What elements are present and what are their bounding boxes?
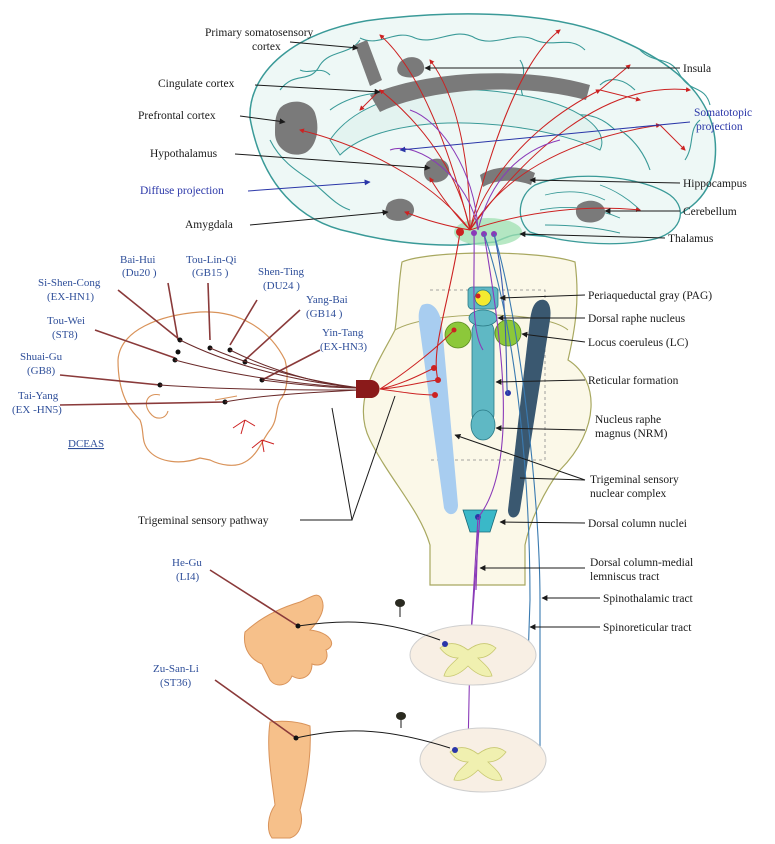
nrm-nucleus xyxy=(471,410,495,440)
acupoint-tai-yang-name: Tai-Yang xyxy=(18,390,59,402)
label-cingulate-cortex: Cingulate cortex xyxy=(158,78,235,90)
head-nerve-lines xyxy=(160,340,360,452)
acupoint-tou-lin-qi-code: (GB15 ) xyxy=(192,267,229,279)
acupoint-yang-bai-code: (GB14 ) xyxy=(306,308,343,320)
label-nrm-1: Nucleus raphe xyxy=(595,414,661,426)
label-locus-coeruleus: Locus coeruleus (LC) xyxy=(588,337,688,349)
head-needle-points xyxy=(158,338,265,405)
label-hypothalamus: Hypothalamus xyxy=(150,148,218,160)
acupoint-zu-san-li-name: Zu-San-Li xyxy=(153,663,199,675)
label-nrm-2: magnus (NRM) xyxy=(595,428,668,440)
label-thalamus: Thalamus xyxy=(668,233,714,245)
acupoint-he-gu-name: He-Gu xyxy=(172,557,202,569)
leg xyxy=(215,680,450,838)
label-trigeminal-complex-2: nuclear complex xyxy=(590,488,667,500)
spinal-section-upper xyxy=(410,625,536,685)
pag-red-dot xyxy=(476,294,481,299)
label-dceas: DCEAS xyxy=(68,438,104,450)
trigeminal-ganglion xyxy=(356,380,380,398)
label-spinothalamic: Spinothalamic tract xyxy=(603,593,694,605)
label-insula: Insula xyxy=(683,63,711,75)
dorsal-raphe xyxy=(469,310,497,326)
acupoint-yin-tang-code: (EX-HN3) xyxy=(320,341,367,353)
label-spinoreticular: Spinoreticular tract xyxy=(603,622,692,634)
label-dorsal-column-nuclei: Dorsal column nuclei xyxy=(588,518,687,530)
label-pag: Periaqueductal gray (PAG) xyxy=(588,290,712,302)
cerebellum-region xyxy=(576,201,605,223)
acupoint-si-shen-cong-code: (EX-HN1) xyxy=(47,291,94,303)
label-reticular-formation: Reticular formation xyxy=(588,375,679,387)
label-cerebellum: Cerebellum xyxy=(683,206,737,218)
label-prefrontal-cortex: Prefrontal cortex xyxy=(138,110,216,122)
acupoint-yang-bai-name: Yang-Bai xyxy=(306,294,348,306)
acupoint-shen-ting-name: Shen-Ting xyxy=(258,266,305,278)
acupoint-si-shen-cong-name: Si-Shen-Cong xyxy=(38,277,101,289)
acupoint-zu-san-li-code: (ST36) xyxy=(160,677,192,689)
hand xyxy=(210,570,440,685)
label-dorsal-raphe: Dorsal raphe nucleus xyxy=(588,313,686,325)
acupoint-tou-wei-code: (ST8) xyxy=(52,329,78,341)
label-hippocampus: Hippocampus xyxy=(683,178,747,190)
label-somatotopic-2: projection xyxy=(696,121,743,133)
label-somatotopic-1: Somatotopic xyxy=(694,107,752,119)
label-diffuse-projection: Diffuse projection xyxy=(140,185,224,197)
acupoint-shen-ting-code: (DU24 ) xyxy=(263,280,300,292)
acupoint-tou-wei-name: Tou-Wei xyxy=(47,315,85,327)
acupoint-yin-tang-name: Yin-Tang xyxy=(322,327,364,339)
acupoint-shuai-gu-code: (GB8) xyxy=(27,365,55,377)
acupoint-tai-yang-code: (EX -HN5) xyxy=(12,404,62,416)
reticular-formation xyxy=(472,320,494,425)
spinal-section-lower xyxy=(420,728,546,792)
label-trigeminal-complex-1: Trigeminal sensory xyxy=(590,474,679,486)
acupoint-he-gu-code: (LI4) xyxy=(176,571,200,583)
label-trigeminal-sensory-pathway: Trigeminal sensory pathway xyxy=(138,515,269,527)
label-dcml-1: Dorsal column-medial xyxy=(590,557,693,569)
label-amygdala: Amygdala xyxy=(185,219,233,231)
acupoint-bai-hui-code: (Du20 ) xyxy=(122,267,157,279)
label-primary-somatosensory-1: Primary somatosensory xyxy=(205,27,314,39)
prefrontal-region xyxy=(275,102,317,155)
acupoint-tou-lin-qi-name: Tou-Lin-Qi xyxy=(186,254,237,266)
label-primary-somatosensory-2: cortex xyxy=(252,41,281,53)
head-profile xyxy=(118,312,287,465)
label-dcml-2: lemniscus tract xyxy=(590,571,660,583)
acupoint-bai-hui-name: Bai-Hui xyxy=(120,254,155,266)
acupoint-shuai-gu-name: Shuai-Gu xyxy=(20,351,63,363)
